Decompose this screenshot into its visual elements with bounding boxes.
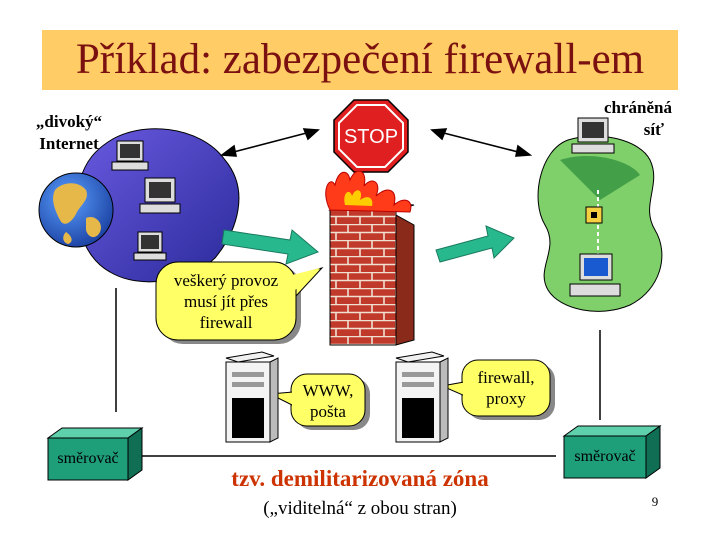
internet-computer-1-icon (111, 140, 149, 171)
protected-computer-bottom-icon (569, 253, 621, 297)
left-router-label: směrovač (57, 450, 119, 467)
left-router-icon (46, 427, 144, 481)
dmz-title: tzv. demilitarizovaná zóna (231, 466, 489, 491)
proxy-server-icon (395, 351, 449, 443)
outbound-traffic-arrow (435, 225, 515, 263)
right-router-label: směrovač (574, 448, 636, 465)
right-double-arrow (430, 128, 533, 157)
protected-label-line2: síť (643, 120, 664, 139)
right-router-icon (562, 425, 662, 479)
www-bubble-line2: pošta (310, 402, 346, 421)
inbound-traffic-arrow (221, 229, 319, 265)
proxy-bubble-text: firewall, proxy (462, 367, 550, 409)
globe-icon (38, 172, 114, 248)
slide-title: Příklad: zabezpečení firewall-em (75, 36, 645, 83)
proxy-bubble-line2: proxy (486, 389, 526, 408)
firewall-rule-bubble (155, 261, 324, 344)
firewall-icon (325, 170, 415, 346)
stop-sign-icon (333, 99, 409, 173)
protected-label-line1: chráněná (604, 98, 672, 117)
www-bubble-text: WWW, pošta (291, 380, 365, 422)
firewall-rule-line1: veškerý provoz (173, 271, 279, 290)
proxy-bubble (440, 359, 555, 420)
internet-label-line2: Internet (39, 134, 99, 153)
internet-computer-3-icon (133, 231, 167, 261)
title-bar: Příklad: zabezpečení firewall-em (42, 30, 678, 90)
firewall-rule-text: veškerý provoz musí jít přes firewall (156, 270, 296, 333)
proxy-bubble-line1: firewall, (477, 368, 535, 387)
dmz-subtitle: („viditelná“ z obou stran) (263, 498, 457, 519)
firewall-rule-line3: firewall (199, 313, 253, 332)
www-server-icon (225, 351, 279, 443)
internet-label-line1: „divoký“ (35, 112, 103, 131)
left-double-arrow (219, 128, 320, 157)
hub-icon (585, 206, 603, 224)
www-bubble (268, 373, 370, 430)
www-bubble-line1: WWW, (302, 381, 354, 400)
stop-sign-label: STOP (344, 126, 398, 148)
firewall-rule-line2: musí jít přes (183, 292, 269, 311)
page-number: 9 (651, 494, 659, 509)
protected-computer-top-icon (571, 117, 615, 154)
internet-computer-2-icon (139, 177, 181, 214)
